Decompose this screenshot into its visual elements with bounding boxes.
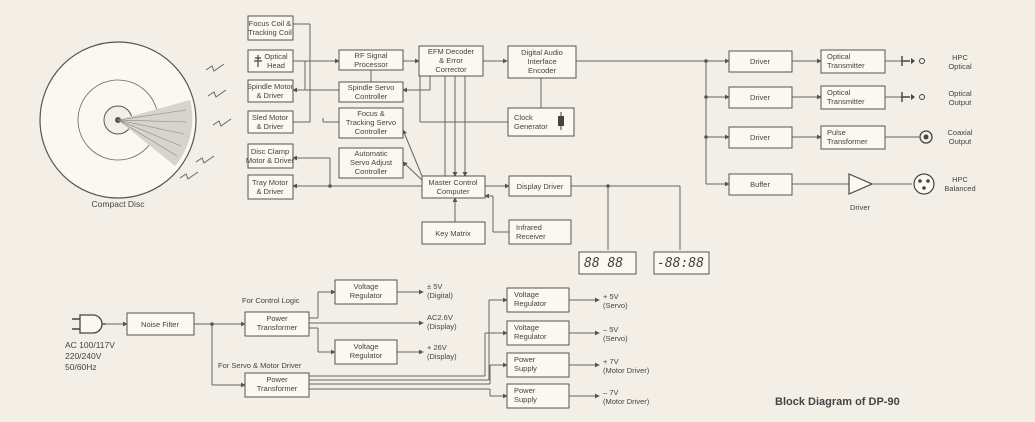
optical-head-block: [247, 49, 294, 73]
focus-coil-block: [247, 15, 294, 41]
lcd-1-readout: 88 88: [584, 256, 623, 271]
compact-disc-icon: [39, 41, 197, 199]
key-matrix-block: [421, 221, 486, 245]
ac-plug-icon: [72, 314, 106, 334]
vreg-2-block: [334, 339, 398, 365]
svg-text:Driver: Driver: [750, 57, 771, 66]
vreg-1-block: [334, 279, 398, 305]
coaxial-connector-icon: [919, 130, 933, 144]
svg-text:Sled Motor& Driver: Sled Motor& Driver: [252, 113, 289, 131]
lcd-2-readout: -88:88: [657, 256, 704, 271]
svg-text:AC2.6V(Display): AC2.6V(Display): [427, 313, 457, 331]
optical-connector-1-icon: [901, 56, 925, 66]
svg-text:Tray Motor& Driver: Tray Motor& Driver: [252, 178, 288, 196]
power-tx-1-block: [244, 311, 310, 337]
svg-text:± 5V(Digital): ± 5V(Digital): [427, 282, 453, 300]
crystal-icon: [558, 112, 564, 130]
xlr-connector-icon: [913, 173, 935, 195]
power-tx-2-block: [244, 372, 310, 398]
psu-1-block: [506, 352, 570, 378]
svg-text:Driver: Driver: [750, 93, 771, 102]
svg-text:Display Driver: Display Driver: [517, 182, 564, 191]
diagram-title: Block Diagram of DP-90: [775, 396, 900, 408]
disc-clamp-block: [247, 143, 294, 169]
sled-motor-block: [247, 110, 294, 134]
display-driver-block: [508, 175, 572, 197]
spindle-servo-block: [338, 81, 404, 103]
focus-servo-block: [338, 107, 404, 139]
amplifier-icon: [848, 173, 874, 195]
svg-text:Spindle Motor& Driver: Spindle Motor& Driver: [247, 82, 294, 100]
lcd-display-2: [653, 251, 710, 275]
compact-disc-label: Compact Disc: [92, 199, 146, 209]
svg-text:For Servo & Motor Driver: For Servo & Motor Driver: [218, 361, 302, 370]
noise-filter-block: [126, 312, 195, 336]
svg-text:Buffer: Buffer: [750, 180, 770, 189]
vreg-3-block: [506, 287, 570, 313]
rf-processor-block: [338, 49, 404, 71]
svg-text:Key Matrix: Key Matrix: [435, 229, 471, 238]
driver-1-block: [728, 50, 793, 73]
psu-2-block: [506, 383, 570, 409]
laser-diode-icon: [254, 55, 262, 67]
optical-tx-1-block: [820, 49, 886, 74]
driver-3-block: [728, 126, 793, 149]
master-control-block: [421, 175, 486, 199]
tray-motor-block: [247, 174, 294, 200]
optical-connector-2-icon: [901, 92, 925, 102]
lcd-display-1: [578, 251, 637, 275]
svg-text:– 5V(Servo): – 5V(Servo): [603, 325, 628, 343]
driver-2-block: [728, 86, 793, 109]
dai-encoder-block: [507, 45, 577, 79]
svg-text:For Control Logic: For Control Logic: [242, 296, 300, 305]
svg-text:Focus Coil &Tracking Coil: Focus Coil &Tracking Coil: [248, 19, 292, 37]
svg-text:+ 7V(Motor Driver): + 7V(Motor Driver): [603, 357, 650, 375]
vreg-4-block: [506, 320, 570, 346]
svg-text:– 7V(Motor Driver): – 7V(Motor Driver): [603, 388, 650, 406]
infrared-block: [508, 219, 572, 245]
buffer-block: [728, 173, 793, 196]
svg-text:Noise Filter: Noise Filter: [141, 320, 179, 329]
svg-text:+ 26V(Display): + 26V(Display): [427, 343, 457, 361]
svg-text:Driver: Driver: [850, 203, 871, 212]
svg-text:Driver: Driver: [750, 133, 771, 142]
auto-servo-block: [338, 147, 404, 179]
pulse-tx-block: [820, 125, 886, 150]
optical-tx-2-block: [820, 85, 886, 110]
spindle-motor-block: [247, 79, 294, 103]
efm-decoder-block: [418, 45, 484, 77]
svg-text:+ 5V(Servo): + 5V(Servo): [603, 292, 628, 310]
